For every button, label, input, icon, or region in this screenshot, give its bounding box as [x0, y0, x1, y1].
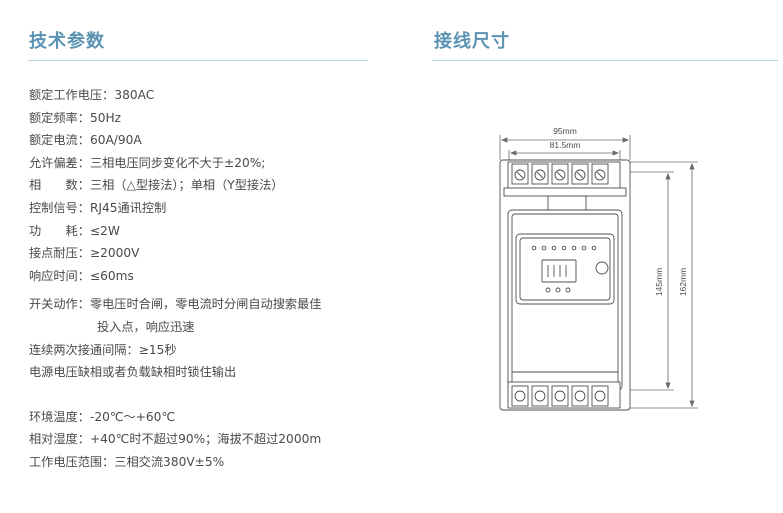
spec-tolerance: 允许偏差：三相电压同步变化不大于±20%; [29, 152, 374, 175]
spec-label: 控制信号 [29, 200, 78, 215]
spec-colon: ： [102, 88, 115, 102]
spec-label: 额定频率 [29, 110, 78, 125]
spec-rated-frequency: 额定频率：50Hz [29, 107, 374, 130]
spec-value: +40℃时不超过90%；海拔不超过2000m [89, 432, 322, 447]
spec-rated-voltage: 额定工作电压：380AC [29, 84, 374, 107]
spec-contact-withstand-voltage: 接点耐压：≥2000V [29, 242, 374, 265]
spec-value: 三相电压同步变化不大于±20%; [89, 155, 266, 170]
spec-label: 相对湿度 [29, 432, 78, 447]
spec-value: ≤60ms [89, 268, 134, 283]
dimension-width-outer: 95mm [553, 126, 577, 136]
wiring-dimensions-title: 接线尺寸 [434, 31, 510, 52]
spec-value: 三相交流380V±5% [114, 454, 225, 469]
spec-value: 50Hz [89, 110, 122, 125]
spec-colon: ： [77, 178, 90, 193]
spec-control-signal: 控制信号：RJ45通讯控制 [29, 197, 374, 220]
spec-colon: ： [77, 246, 90, 261]
spec-list: 额定工作电压：380AC 额定频率：50Hz 额定电流：60A/90A 允许偏差… [29, 84, 374, 474]
spec-colon: ： [77, 297, 90, 312]
spec-value: 零电压时合闸，零电流时分闸自动搜索最佳 [89, 297, 322, 312]
spec-value: 三相（△型接法）；单相（Y型接法） [89, 178, 284, 193]
spec-colon: ： [77, 200, 90, 215]
spec-value: -20℃～+60℃ [89, 409, 176, 424]
spec-colon: ： [77, 155, 90, 170]
spec-label: 工作电压范围 [29, 454, 103, 469]
spec-label: 允许偏差 [29, 155, 78, 170]
spec-phases: 相 数：三相（△型接法）；单相（Y型接法） [29, 174, 374, 197]
spec-value: RJ45通讯控制 [89, 200, 167, 215]
spec-label: 响应时间 [29, 268, 78, 283]
left-title-divider [28, 60, 368, 61]
spec-value: ≥2000V [89, 246, 140, 261]
spec-colon: ： [102, 454, 115, 469]
spec-label: 接点耐压 [29, 246, 78, 261]
spec-rated-current: 额定电流：60A/90A [29, 129, 374, 152]
right-title-divider [432, 60, 778, 61]
spec-colon: ： [77, 110, 90, 125]
spec-value: ≥15秒 [138, 342, 177, 357]
spec-operating-voltage-range: 工作电压范围：三相交流380V±5% [29, 451, 374, 474]
spec-value: 380AC [114, 88, 155, 102]
spec-value: ≤2W [89, 223, 120, 238]
spec-label: 额定电流 [29, 133, 78, 148]
dimension-width-inner: 81.5mm [550, 140, 581, 150]
spec-colon: ： [77, 409, 90, 424]
spec-switching-action: 开关动作：零电压时合闸，零电流时分闸自动搜索最佳 [29, 293, 374, 316]
spec-colon: ： [77, 133, 90, 148]
spec-colon: ： [77, 432, 90, 447]
spec-colon: ： [126, 342, 139, 357]
spec-relative-humidity: 相对湿度：+40℃时不超过90%；海拔不超过2000m [29, 428, 374, 451]
spec-reclose-interval: 连续两次接通间隔：≥15秒 [29, 339, 374, 362]
spec-colon: ： [77, 268, 90, 283]
spec-label: 开关动作 [29, 297, 78, 312]
dimension-height-outer: 162mm [678, 268, 688, 296]
spec-label: 环境温度 [29, 409, 78, 424]
spec-label: 功 耗 [29, 223, 78, 238]
spec-label: 额定工作电压 [29, 88, 103, 102]
spec-ambient-temperature: 环境温度：-20℃～+60℃ [29, 406, 374, 429]
spec-colon: ： [77, 223, 90, 238]
spec-power-consumption: 功 耗：≤2W [29, 220, 374, 243]
spec-phase-loss-lock: 电源电压缺相或者负载缺相时锁住输出 [29, 365, 237, 380]
spec-label: 相 数 [29, 178, 78, 193]
spec-response-time: 响应时间：≤60ms [29, 265, 374, 288]
spec-switching-action-continued: 投入点，响应迅速 [97, 319, 195, 334]
spec-label: 连续两次接通间隔 [29, 342, 127, 357]
device-dimension-drawing: 95mm 81.5mm 145mm 162mm [499, 126, 698, 411]
spec-value: 60A/90A [89, 133, 142, 148]
technical-parameters-title: 技术参数 [29, 31, 105, 52]
dimension-height-inner: 145mm [654, 268, 664, 296]
